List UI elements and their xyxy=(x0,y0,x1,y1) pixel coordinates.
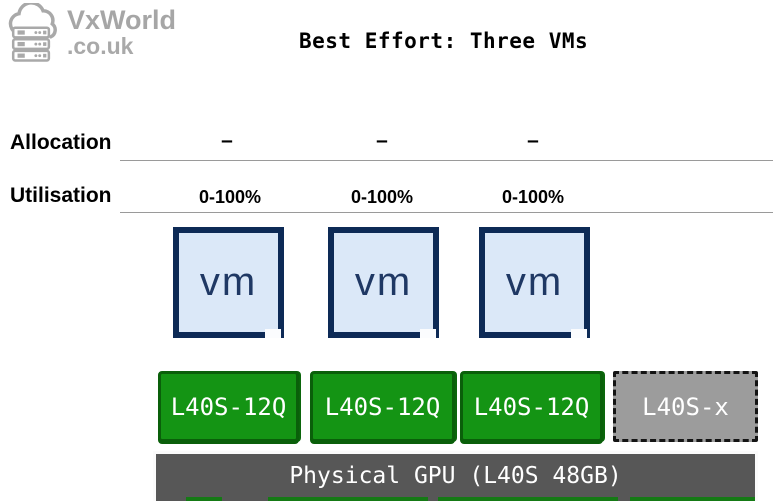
vgpu-profile-label: L40S-12Q xyxy=(170,392,287,421)
diagram-title: Best Effort: Three VMs xyxy=(299,29,589,53)
vm-label: vm xyxy=(505,260,564,304)
vm-box-2: vm xyxy=(328,227,439,338)
vgpu-profile-3: L40S-12Q xyxy=(460,371,603,442)
utilisation-row-label: Utilisation xyxy=(10,184,112,207)
vgpu-profile-1: L40S-12Q xyxy=(158,371,299,442)
vgpu-profile-label: L40S-12Q xyxy=(473,392,590,421)
allocation-value-vm3: – xyxy=(527,129,539,152)
utilisation-value-vm2: 0-100% xyxy=(350,187,414,207)
vm-label: vm xyxy=(199,260,258,304)
divider-line-top xyxy=(120,160,773,161)
vm-box-1: vm xyxy=(173,227,284,338)
vm-corner-notch xyxy=(265,329,281,338)
vgpu-profile-label: L40S-12Q xyxy=(324,392,441,421)
utilisation-value-vm3: 0-100% xyxy=(501,187,565,207)
cropped-green-edge xyxy=(630,497,755,501)
utilisation-value-vm1: 0-100% xyxy=(198,187,262,207)
allocation-value-vm1: – xyxy=(221,129,233,152)
vm-box-3: vm xyxy=(479,227,590,338)
vgpu-profile-unused: L40S-x xyxy=(613,371,758,442)
logo-brand: VxWorld xyxy=(67,5,177,35)
vgpu-profile-2: L40S-12Q xyxy=(310,371,455,442)
allocation-value-vm2: – xyxy=(376,129,388,152)
cropped-green-edge xyxy=(438,497,618,501)
divider-line-bottom xyxy=(120,212,773,213)
cropped-green-edge xyxy=(268,497,428,501)
logo-text: VxWorld .co.uk xyxy=(67,5,177,59)
cloud-server-icon xyxy=(5,1,59,63)
vgpu-profile-label: L40S-x xyxy=(642,392,729,421)
physical-gpu-label: Physical GPU (L40S 48GB) xyxy=(289,463,622,489)
vm-label: vm xyxy=(354,260,413,304)
vm-corner-notch xyxy=(420,329,436,338)
allocation-row-label: Allocation xyxy=(10,131,112,154)
vm-corner-notch xyxy=(571,329,587,338)
cropped-green-edge xyxy=(186,497,222,501)
logo-domain: .co.uk xyxy=(67,32,134,59)
physical-gpu-bar: Physical GPU (L40S 48GB) xyxy=(153,451,758,501)
vxworld-logo: VxWorld .co.uk xyxy=(5,1,177,63)
